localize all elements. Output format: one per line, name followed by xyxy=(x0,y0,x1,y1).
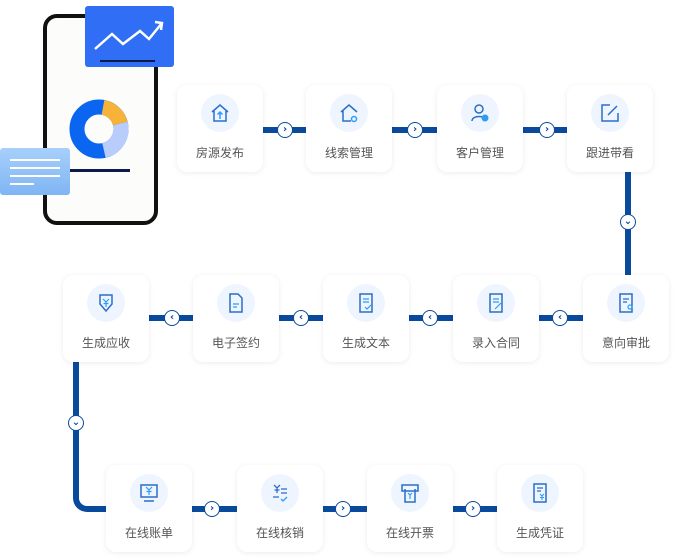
step-label: 生成凭证 xyxy=(515,526,564,540)
step-card-online-write-off[interactable]: 在线核销 xyxy=(237,465,323,552)
trend-chart-card xyxy=(85,6,174,67)
arrow-left-icon: ‹ xyxy=(422,310,438,326)
step-card-listing-publish[interactable]: 房源发布 xyxy=(177,85,263,172)
step-label: 意向审批 xyxy=(601,336,650,350)
step-card-generate-receivables[interactable]: 生成应收 xyxy=(63,275,149,362)
phone-illustration xyxy=(0,0,180,225)
connector-line-left-vertical xyxy=(73,360,113,512)
step-label: 线索管理 xyxy=(324,146,373,160)
step-label: 在线账单 xyxy=(124,526,173,540)
document-edit-icon xyxy=(477,284,515,322)
step-label: 客户管理 xyxy=(455,146,504,160)
step-card-customer-management[interactable]: 客户管理 xyxy=(437,85,523,172)
user-check-icon xyxy=(461,94,499,132)
donut-chart-icon xyxy=(69,99,129,159)
arrow-right-icon: › xyxy=(407,122,423,138)
document-check-icon xyxy=(347,284,385,322)
house-upload-icon xyxy=(201,94,239,132)
monitor-yen-icon xyxy=(130,474,168,512)
edit-icon xyxy=(591,94,629,132)
arrow-right-icon: › xyxy=(204,501,220,517)
arrow-right-icon: › xyxy=(277,122,293,138)
yen-down-icon xyxy=(87,284,125,322)
arrow-right-icon: › xyxy=(335,501,351,517)
voucher-icon xyxy=(521,474,559,512)
arrow-right-icon: › xyxy=(465,501,481,517)
step-label: 跟进带看 xyxy=(585,146,634,160)
house-gear-icon xyxy=(330,94,368,132)
step-card-intent-approval[interactable]: 意向审批 xyxy=(583,275,669,362)
arrow-right-icon: › xyxy=(539,122,555,138)
arrow-down-icon: ⌄ xyxy=(620,214,636,230)
arrow-left-icon: ‹ xyxy=(293,310,309,326)
arrow-down-icon: ⌄ xyxy=(68,415,84,431)
arrow-left-icon: ‹ xyxy=(552,310,568,326)
trend-up-icon xyxy=(94,20,164,62)
document-user-icon xyxy=(607,284,645,322)
step-card-enter-contract[interactable]: 录入合同 xyxy=(453,275,539,362)
step-card-follow-up-viewing[interactable]: 跟进带看 xyxy=(567,85,653,172)
step-card-online-bill[interactable]: 在线账单 xyxy=(106,465,192,552)
step-card-generate-voucher[interactable]: 生成凭证 xyxy=(497,465,583,552)
step-label: 电子签约 xyxy=(211,336,260,350)
arrow-left-icon: ‹ xyxy=(164,310,180,326)
step-label: 房源发布 xyxy=(195,146,244,160)
step-card-e-signature[interactable]: 电子签约 xyxy=(193,275,279,362)
document-icon xyxy=(217,284,255,322)
step-label: 在线开票 xyxy=(385,526,434,540)
step-card-generate-text[interactable]: 生成文本 xyxy=(323,275,409,362)
step-label: 录入合同 xyxy=(471,336,520,350)
invoice-printer-icon xyxy=(391,474,429,512)
divider xyxy=(68,169,130,172)
yen-check-icon xyxy=(261,474,299,512)
step-label: 生成文本 xyxy=(341,336,390,350)
step-card-lead-management[interactable]: 线索管理 xyxy=(306,85,392,172)
step-label: 在线核销 xyxy=(255,526,304,540)
step-label: 生成应收 xyxy=(81,336,130,350)
step-card-online-invoice[interactable]: 在线开票 xyxy=(367,465,453,552)
text-card xyxy=(0,148,70,195)
